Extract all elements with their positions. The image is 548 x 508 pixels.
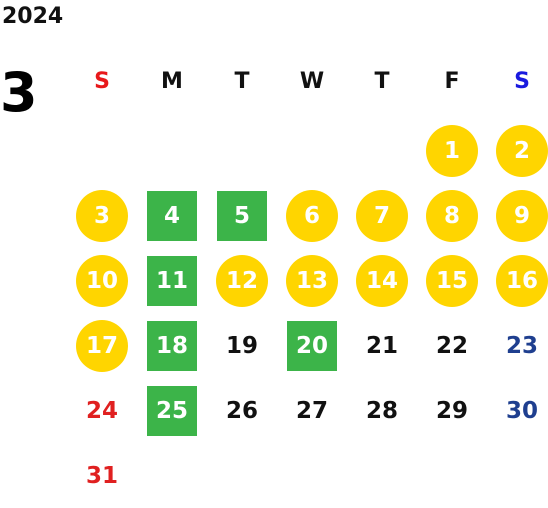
day-cell[interactable]: 27	[277, 378, 347, 443]
day-cell[interactable]: 22	[417, 313, 487, 378]
day-number: 15	[426, 254, 478, 307]
day-number: 8	[426, 189, 478, 242]
day-cell[interactable]: 21	[347, 313, 417, 378]
weekday-label: M	[161, 69, 183, 94]
day-number: 16	[496, 254, 548, 307]
day-cell[interactable]: 24	[67, 378, 137, 443]
day-cell[interactable]: 28	[347, 378, 417, 443]
day-cell[interactable]: 3	[67, 183, 137, 248]
weekday-label: T	[374, 69, 390, 94]
day-cell[interactable]: 4	[137, 183, 207, 248]
day-number: 26	[225, 397, 258, 424]
day-number: 1	[426, 124, 478, 177]
day-number: 7	[356, 189, 408, 242]
day-number: 25	[147, 385, 197, 436]
day-cell[interactable]: 10	[67, 248, 137, 313]
day-number: 14	[356, 254, 408, 307]
day-cell[interactable]: 14	[347, 248, 417, 313]
day-cell[interactable]: 6	[277, 183, 347, 248]
day-cell[interactable]: 29	[417, 378, 487, 443]
day-number: 19	[225, 332, 258, 359]
day-cell[interactable]: 26	[207, 378, 277, 443]
day-number: 2	[496, 124, 548, 177]
day-cell[interactable]: 7	[347, 183, 417, 248]
day-cell[interactable]: 8	[417, 183, 487, 248]
day-cell[interactable]: 11	[137, 248, 207, 313]
day-cell[interactable]: 30	[487, 378, 548, 443]
day-number: 20	[287, 320, 337, 371]
day-number: 4	[147, 190, 197, 241]
day-number: 13	[286, 254, 338, 307]
weekday-label: S	[514, 69, 530, 94]
day-number: 12	[216, 254, 268, 307]
day-number: 10	[76, 254, 128, 307]
day-cell[interactable]: 23	[487, 313, 548, 378]
day-cell[interactable]: 19	[207, 313, 277, 378]
day-number: 31	[85, 462, 118, 489]
day-cell[interactable]: 15	[417, 248, 487, 313]
day-number: 29	[435, 397, 468, 424]
day-number: 30	[505, 397, 538, 424]
day-number: 6	[286, 189, 338, 242]
day-cell[interactable]: 1	[417, 118, 487, 183]
day-cell[interactable]: 12	[207, 248, 277, 313]
day-number: 21	[365, 332, 398, 359]
day-number: 5	[217, 190, 267, 241]
weekday-label: S	[94, 69, 110, 94]
day-cell[interactable]: 25	[137, 378, 207, 443]
day-number: 9	[496, 189, 548, 242]
day-cell[interactable]: 16	[487, 248, 548, 313]
day-number: 17	[76, 319, 128, 372]
day-cell[interactable]: 2	[487, 118, 548, 183]
day-number: 28	[365, 397, 398, 424]
day-cell[interactable]: 17	[67, 313, 137, 378]
day-cell[interactable]: 31	[67, 443, 137, 508]
day-number: 22	[435, 332, 468, 359]
day-number: 24	[85, 397, 118, 424]
year-label: 2024	[2, 4, 64, 29]
weekday-label: F	[444, 69, 460, 94]
day-number: 3	[76, 189, 128, 242]
month-number: 3	[0, 61, 38, 124]
day-cell[interactable]: 20	[277, 313, 347, 378]
day-cell[interactable]: 9	[487, 183, 548, 248]
day-cell[interactable]: 18	[137, 313, 207, 378]
day-number: 23	[505, 332, 538, 359]
day-cell[interactable]: 13	[277, 248, 347, 313]
weekday-label: W	[299, 69, 325, 94]
day-number: 18	[147, 320, 197, 371]
day-number: 11	[147, 255, 197, 306]
day-number: 27	[295, 397, 328, 424]
day-cell[interactable]: 5	[207, 183, 277, 248]
weekday-label: T	[234, 69, 250, 94]
